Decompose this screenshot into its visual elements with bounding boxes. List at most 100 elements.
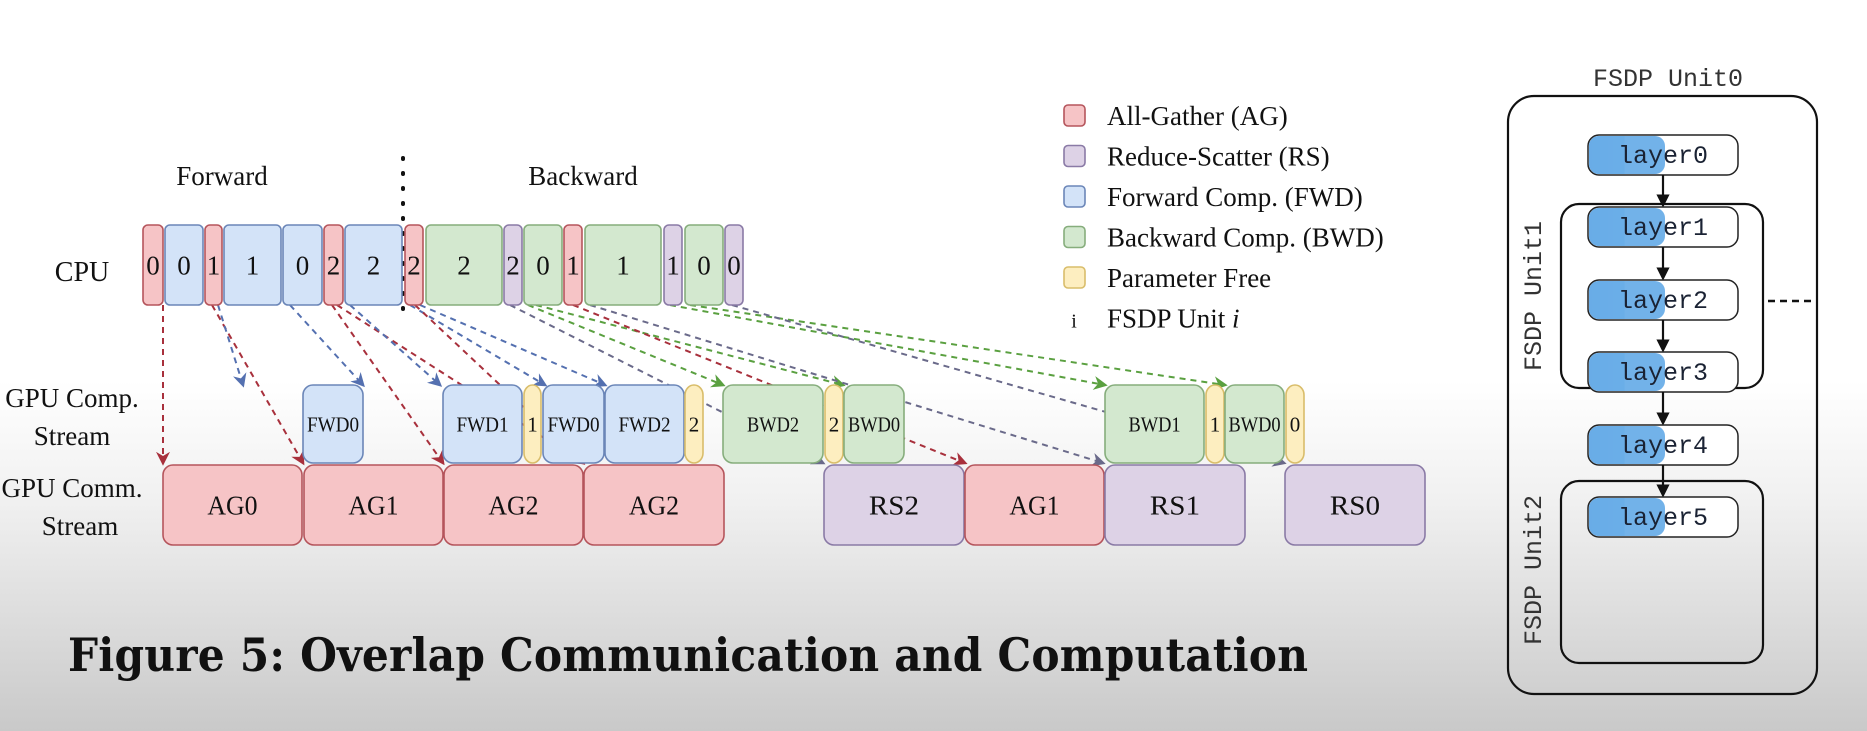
gpu-comm-block-label: AG0 — [207, 490, 257, 520]
gpu-comp-block: BWD0 — [843, 384, 905, 464]
cpu-block-ag — [142, 224, 164, 306]
arrow-rs — [509, 304, 826, 465]
gpu-comp-block: 2 — [824, 384, 844, 464]
cpu-block: 1 — [204, 224, 223, 306]
cpu-block-label: 0 — [146, 250, 160, 280]
cpu-block-fwd — [282, 224, 323, 306]
gpu-comp-block-free — [1285, 384, 1305, 464]
cpu-block-label: 2 — [327, 250, 341, 280]
gpu-comm-block: AG2 — [443, 464, 584, 546]
fsdp-unit-panel: FSDP Unit0 FSDP Unit1 FSDP Unit2 layer0l… — [1506, 65, 1819, 696]
arrow-ag — [211, 304, 305, 466]
gpu-comp-block: FWD0 — [302, 384, 364, 464]
cpu-block-label: 1 — [666, 250, 680, 280]
gpu-comm-row-label-line1: GPU Comm. — [1, 473, 142, 503]
gpu-comm-block-rs — [1104, 464, 1246, 546]
legend-swatch-fwd — [1063, 185, 1086, 208]
gpu-comm-block-label: AG1 — [348, 490, 398, 520]
gpu-comp-block: 1 — [523, 384, 542, 464]
gpu-comp-block: FWD1 — [442, 384, 523, 464]
cpu-block: 0 — [142, 224, 164, 306]
cpu-block-label: 0 — [296, 250, 310, 280]
legend-swatch-rs — [1063, 144, 1086, 168]
cpu-block-fwd — [344, 224, 403, 306]
layer-label: layer1 — [1618, 214, 1708, 243]
layer-shard-fill — [1589, 353, 1665, 391]
cpu-block: 0 — [684, 224, 724, 306]
cpu-block: 0 — [164, 224, 204, 306]
layer-node: layer0 — [1587, 134, 1739, 208]
forward-phase-label: Forward — [176, 161, 268, 191]
gpu-comp-block: BWD2 — [722, 384, 824, 464]
gpu-comp-block: FWD2 — [604, 384, 685, 464]
gpu-comm-block-ag — [583, 464, 725, 546]
gpu-comp-block-label: 0 — [1290, 412, 1301, 436]
gpu-comm-block-rs — [1284, 464, 1426, 546]
cpu-block-ag — [204, 224, 223, 306]
gpu-comm-block: AG2 — [583, 464, 725, 546]
layer-shard-fill — [1589, 136, 1665, 174]
cpu-block: 0 — [282, 224, 323, 306]
cpu-block: 1 — [663, 224, 683, 306]
gpu-comm-block-label: AG2 — [488, 490, 538, 520]
legend-item: Backward Comp. (BWD) — [1063, 223, 1384, 253]
gpu-comm-block-ag — [303, 464, 444, 546]
layer-label: layer5 — [1618, 504, 1708, 533]
cpu-block-label: 1 — [207, 250, 221, 280]
layer-shard-fill — [1589, 426, 1665, 464]
legend-label: All-Gather (AG) — [1107, 101, 1288, 131]
cpu-block-label: 0 — [697, 250, 711, 280]
gpu-comm-block-label: RS2 — [869, 490, 919, 520]
cpu-block-fwd — [223, 224, 282, 306]
arrow-bwd — [535, 304, 846, 389]
layer-shard-fill — [1589, 208, 1665, 246]
gpu-comp-block-bwd — [1224, 384, 1285, 464]
layer-shard-fill — [1589, 498, 1665, 536]
cpu-block: 2 — [425, 224, 503, 306]
gpu-comm-block: AG1 — [303, 464, 444, 546]
gpu-comp-block: BWD1 — [1104, 384, 1205, 464]
gpu-comm-block: RS1 — [1104, 464, 1246, 546]
layer-label: layer3 — [1618, 359, 1708, 388]
cpu-block-bwd — [584, 224, 662, 306]
layer-label: layer0 — [1618, 142, 1708, 171]
layer-shard-fill — [1589, 281, 1665, 319]
legend: All-Gather (AG) Reduce-Scatter (RS) Forwar… — [1063, 101, 1384, 334]
fsdp-unit2-label: FSDP Unit2 — [1520, 495, 1549, 645]
gpu-comp-block-fwd — [302, 384, 364, 464]
legend-swatch-bwd — [1063, 225, 1086, 249]
gpu-comm-block-rs — [823, 464, 965, 546]
gpu-comp-row-label-line2: Stream — [34, 421, 110, 451]
gpu-comm-block: AG1 — [964, 464, 1105, 546]
cpu-block-rs — [503, 224, 523, 306]
gpu-comp-block-label: 1 — [1210, 412, 1221, 436]
layer-node: layer2 — [1587, 279, 1739, 353]
fsdp-unit0-title: FSDP Unit0 — [1593, 65, 1743, 94]
cpu-block: 1 — [563, 224, 583, 306]
legend-label: Forward Comp. (FWD) — [1107, 182, 1363, 212]
cpu-block-ag — [563, 224, 583, 306]
arrow-bwd — [669, 304, 1108, 390]
gpu-comm-block-label: RS1 — [1150, 490, 1200, 520]
legend-label: Parameter Free — [1107, 263, 1271, 293]
gpu-comm-block-ag — [162, 464, 303, 546]
arrow-fwd — [349, 304, 443, 387]
gpu-comm-row-label-line2: Stream — [42, 511, 118, 541]
legend-item: All-Gather (AG) — [1063, 101, 1288, 131]
cpu-row-label: CPU — [55, 257, 109, 288]
cpu-block: 2 — [503, 224, 523, 306]
cpu-block-label: 2 — [506, 250, 520, 280]
cpu-block: 0 — [523, 224, 563, 306]
gpu-comp-block-label: BWD0 — [1228, 412, 1280, 436]
gpu-comp-block-bwd — [1104, 384, 1205, 464]
arrow-rs — [589, 304, 1106, 467]
gpu-comp-block-label: 1 — [527, 412, 538, 436]
cpu-block-label: 2 — [367, 250, 381, 280]
legend-label: Reduce-Scatter (RS) — [1107, 142, 1330, 172]
fsdp-unit0-box — [1506, 94, 1819, 696]
gpu-comm-block: AG0 — [162, 464, 303, 546]
cpu-block-bwd — [684, 224, 724, 306]
